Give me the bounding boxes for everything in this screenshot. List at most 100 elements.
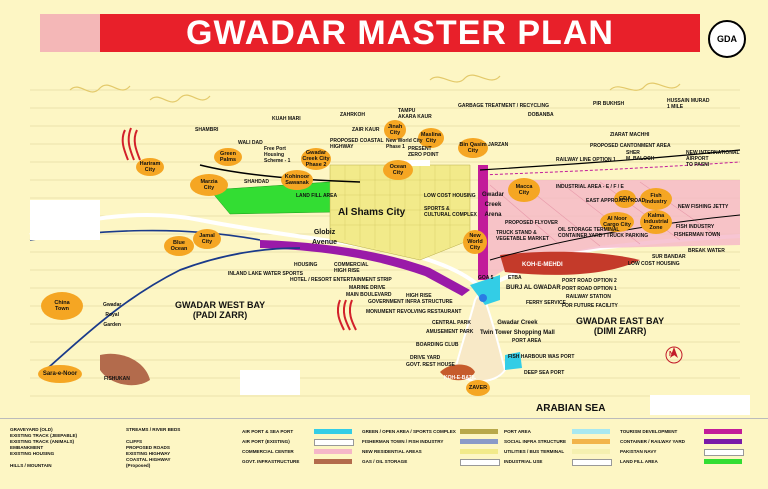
label-sports-complex: SPORTS &CULTURAL COMPLEX (424, 206, 477, 218)
white-gap-4 (650, 395, 750, 415)
legend-new-residential: NEW RESIDENTIAL AREAS (362, 449, 422, 454)
north-road (199, 164, 361, 183)
gda-logo: GDA (708, 20, 746, 58)
grid-lines (30, 89, 740, 397)
label-flyover: PROPOSED FLYOVER (505, 220, 558, 226)
label-future-facility: FOR FUTURE FACILITY (562, 303, 618, 309)
swatch-fisherman (460, 439, 498, 444)
label-al-shams: Al Shams City (338, 207, 406, 218)
city-sara-e-noor: Sara-e-Noor (38, 365, 82, 383)
legend-graveyard: GRAVEYARD (OLD) (10, 427, 53, 432)
label-break-water: BREAK WATER (688, 248, 725, 254)
label-industrial: INDUSTRIAL AREA - E / F / E (556, 184, 624, 190)
legend-hills: HILLS / MOUNTAIN (10, 463, 52, 468)
label-fishukan: FISHUKAN (104, 376, 130, 382)
banner-left-block (40, 14, 100, 52)
label-shambri: SHAMBRI (195, 127, 219, 133)
label-wali-dad: WALI DAD (238, 140, 263, 146)
legend-coastal-highway: COASTAL HIGHWAY (126, 457, 171, 462)
map-legend: GRAVEYARD (OLD) EXISTING TRACK (JEEPABLE… (0, 418, 768, 489)
label-port-road2: PORT ROAD OPTION 2 (562, 278, 617, 284)
label-amusement: AMUSEMENT PARK (426, 329, 474, 335)
label-east-bay: GWADAR EAST BAY(DIMI ZARR) (576, 316, 665, 336)
tourism-strip (260, 240, 470, 296)
page-title: GWADAR MASTER PLAN (100, 14, 700, 52)
label-ziarat: ZIARAT MACHHI (610, 132, 650, 138)
swatch-container-railway (704, 439, 742, 444)
label-central-park: CENTRAL PARK (432, 320, 471, 326)
label-housing: HOUSING (294, 262, 318, 268)
roundabout-marker (479, 294, 487, 302)
east-road (489, 214, 741, 261)
legend-land-fill: LAND FILL AREA (620, 459, 658, 464)
swatch-commercial (314, 449, 352, 454)
label-low-cost2: LOW COST HOUSING (628, 261, 680, 267)
legend-govt-infra: GOVT. INFRASTRUCTURE (242, 459, 300, 464)
north-arrow-icon (670, 347, 678, 358)
label-jarzan: JARZAN (488, 142, 509, 148)
label-low-cost: LOW COST HOUSING (424, 193, 476, 199)
legend-port-area: PORT AREA (504, 429, 531, 434)
label-railway-option1: RAILWAY LINE OPTION 1 (556, 157, 616, 163)
legend-proposed: (Proposed) (126, 463, 151, 468)
label-hotel-resort: HOTEL / RESORT ENTERTAINMENT STRIP (290, 277, 392, 283)
legend-tourism: TOURISM DEVELOPMENT (620, 429, 678, 434)
label-govt-rest: GOVT. REST HOUSE (406, 362, 455, 368)
label-truck-stand: TRUCK STAND &VEGETABLE MARKET (496, 230, 549, 242)
legend-embankment: EMBANKMENT (10, 445, 44, 450)
label-dobanba: DOBANBA (528, 112, 554, 118)
white-gap-3 (240, 370, 300, 395)
legend-track-animals: EXISTING TRACK (ANIMALS) (10, 439, 75, 444)
legend-airport-existing: AIR PORT (EXISTING) (242, 439, 290, 444)
label-burj: BURJ AL GWADAR (506, 285, 561, 291)
swatch-airport-seaport (314, 429, 352, 434)
label-pir-bukhsh: PIR BUKHSH (593, 101, 625, 107)
fishukan-area (100, 353, 150, 386)
legend-existing-housing: EXISTING HOUSING (10, 451, 55, 456)
legend-utilities: UTILITIES / BUS TERMINAL (504, 449, 565, 454)
legend-industrial: INDUSTRIAL USE (504, 459, 543, 464)
label-garbage: GARBAGE TREATMENT / RECYCLING (458, 103, 550, 109)
label-east-approach: EAST APPROACH ROAD (586, 198, 646, 204)
swatch-land-fill (704, 459, 742, 464)
label-zahrkoh: ZAHRKOH (340, 112, 365, 118)
swatch-navy (704, 449, 744, 456)
label-commercial: COMMERCIAL (334, 262, 369, 268)
label-marine-drive: MARINE DRIVE (349, 285, 386, 291)
label-govt-infra: GOVERNMENT INFRA STRUCTURE (368, 299, 453, 305)
label-deep-sea-port: DEEP SEA PORT (524, 370, 565, 376)
coastline-west (29, 213, 480, 287)
label-fish-industry: FISH INDUSTRY (676, 224, 715, 230)
swatch-govt-infra (314, 459, 352, 464)
cliffs-north (121, 127, 141, 161)
label-north: N (669, 351, 675, 358)
label-koh-e-batil: KOH-E-BATIL (444, 375, 477, 381)
label-oil-storage: OIL STORAGE TERMINAL (558, 227, 620, 233)
label-drive-yard: DRIVE YARD (410, 355, 441, 361)
label-high-rise2: HIGH RISE (334, 268, 360, 274)
label-sur-bandar: SUR BANDAR (652, 254, 686, 260)
label-west-bay: GWADAR WEST BAY(PADI ZARR) (175, 300, 266, 320)
label-fishing-jetty: NEW FISHING JETTY (678, 204, 729, 210)
hills-north (69, 74, 681, 103)
legend-streams: STREAMS / RIVER BEDS (126, 427, 181, 432)
railway-line (479, 161, 741, 176)
